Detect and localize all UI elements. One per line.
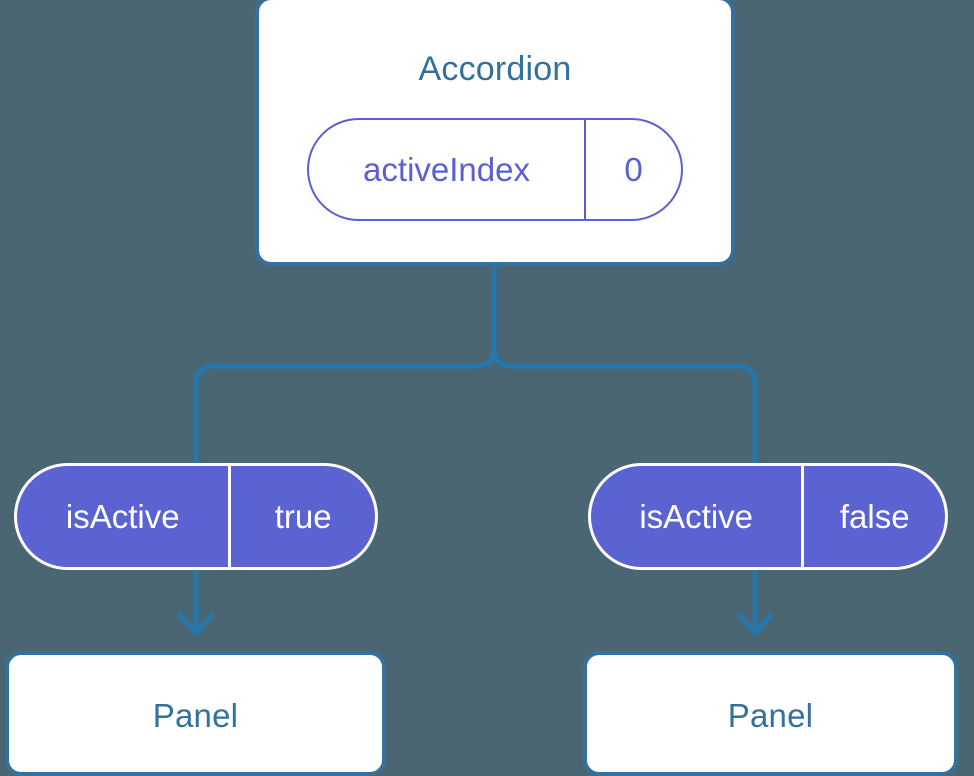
arrowhead-down-icon-right (736, 612, 774, 636)
state-badge-key: activeIndex (309, 120, 587, 219)
prop-badge-is-active-left[interactable]: isActive true (14, 463, 378, 570)
connector-root-to-left-pill (193, 263, 497, 465)
prop-badge-key-left: isActive (17, 466, 232, 567)
prop-badge-key-right: isActive (591, 466, 805, 567)
panel-title-left: Panel (152, 697, 239, 734)
prop-badge-is-active-right[interactable]: isActive false (588, 463, 948, 570)
prop-badge-value-left: true (274, 497, 332, 535)
panel-component-card-left[interactable]: Panel (5, 651, 386, 776)
prop-badge-value-right: false (839, 497, 910, 535)
panel-component-card-right[interactable]: Panel (583, 651, 958, 776)
panel-title-right: Panel (727, 697, 814, 734)
state-badge-active-index[interactable]: activeIndex 0 (307, 118, 683, 221)
arrowhead-down-icon-left (177, 612, 215, 636)
connector-root-to-right-pill (491, 263, 758, 465)
state-badge-value: 0 (624, 150, 643, 188)
accordion-title: Accordion (418, 50, 572, 88)
